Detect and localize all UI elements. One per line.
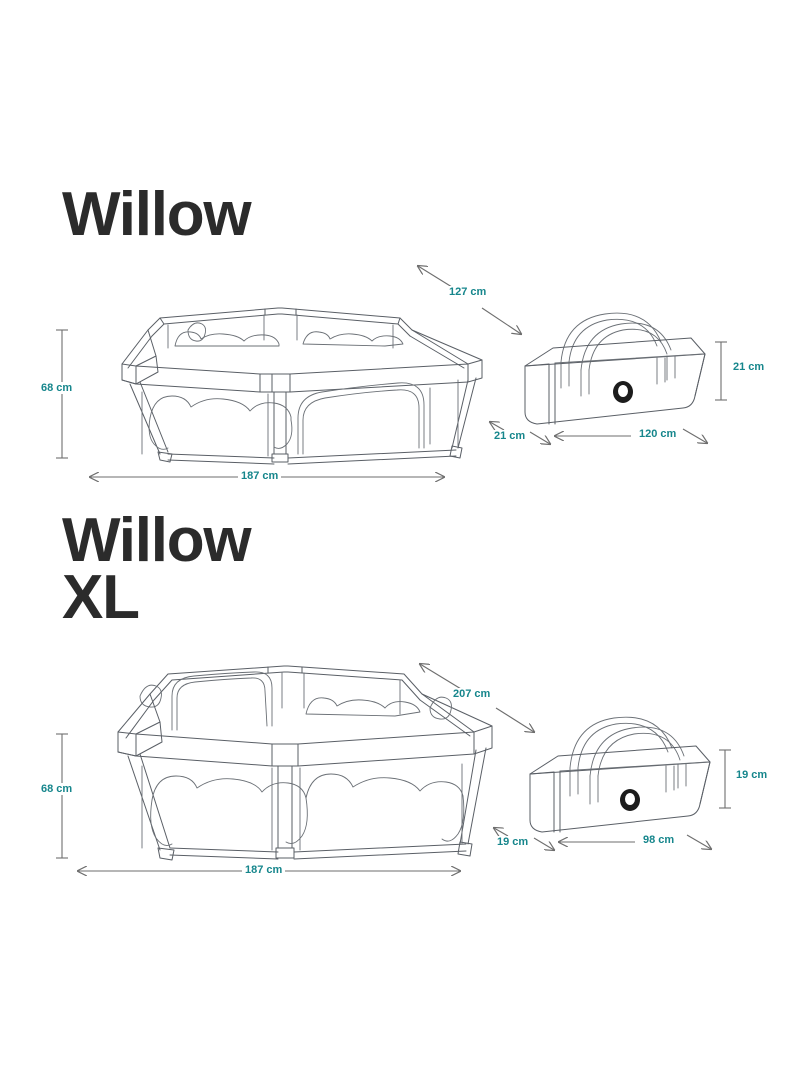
- dimension-line-willow-bag-depth: [486, 418, 556, 450]
- playpen-willow-xl-illustration: [56, 648, 506, 878]
- dimension-line-xl-height: [52, 732, 72, 860]
- dimension-label-xl-bag-length: 98 cm: [640, 834, 678, 847]
- product-title-willow-xl: Willow XL: [62, 506, 252, 633]
- dimension-label-xl-height: 68 cm: [38, 783, 76, 796]
- carry-bag-willow-illustration: [505, 300, 715, 450]
- dimension-label-xl-depth: 207 cm: [450, 688, 494, 701]
- dimension-line-xl-bag-depth: [490, 824, 560, 856]
- carry-bag-willow-xl-illustration: [508, 706, 718, 856]
- dimension-label-xl-width: 187 cm: [242, 864, 286, 877]
- playpen-willow-illustration: [60, 268, 483, 468]
- dimension-label-xl-bag-depth: 19 cm: [494, 836, 532, 849]
- dimension-line-willow-bag-height: [712, 340, 730, 402]
- dimension-line-xl-depth: [412, 658, 542, 746]
- dimension-label-willow-depth: 127 cm: [446, 286, 490, 299]
- product-title-willow: Willow: [62, 180, 252, 249]
- dimension-label-willow-bag-depth: 21 cm: [491, 430, 529, 443]
- dimension-label-xl-bag-height: 19 cm: [733, 769, 771, 782]
- dimension-label-willow-bag-length: 120 cm: [636, 428, 680, 441]
- dimension-line-xl-bag-length: [555, 833, 715, 851]
- dimension-line-willow-bag-length: [551, 427, 711, 445]
- dimension-label-willow-width: 187 cm: [238, 470, 282, 483]
- dimension-label-willow-height: 68 cm: [38, 382, 76, 395]
- dimension-line-xl-bag-height: [716, 748, 734, 810]
- dimension-label-willow-bag-height: 21 cm: [730, 361, 768, 374]
